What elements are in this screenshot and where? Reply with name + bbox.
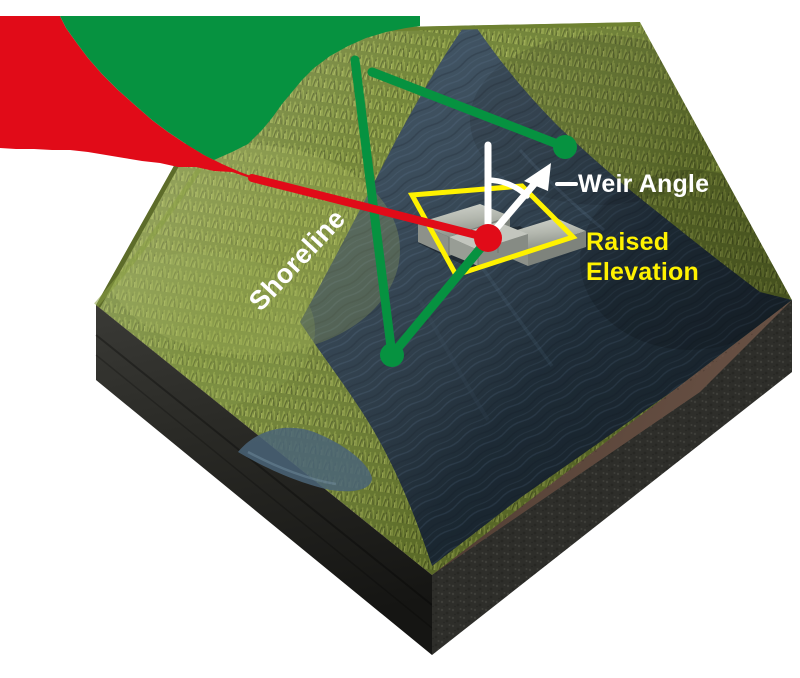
shoreline-vertex-dot-lower <box>380 343 404 367</box>
shoreline-line-upper <box>367 67 570 152</box>
left-cut-face-rock <box>96 305 432 655</box>
shoreline-vertex-dot-upper <box>553 135 577 159</box>
weir-pivot-dot <box>474 224 502 252</box>
shoreline-line-lower <box>387 239 489 360</box>
green-measurement-cone <box>60 16 420 160</box>
weir-angle-indicator <box>474 141 551 252</box>
exposed-water-pocket <box>238 427 372 492</box>
weir-angle-arrowhead <box>524 163 551 191</box>
red-baseline <box>248 174 492 242</box>
red-measurement-cone <box>0 16 488 238</box>
